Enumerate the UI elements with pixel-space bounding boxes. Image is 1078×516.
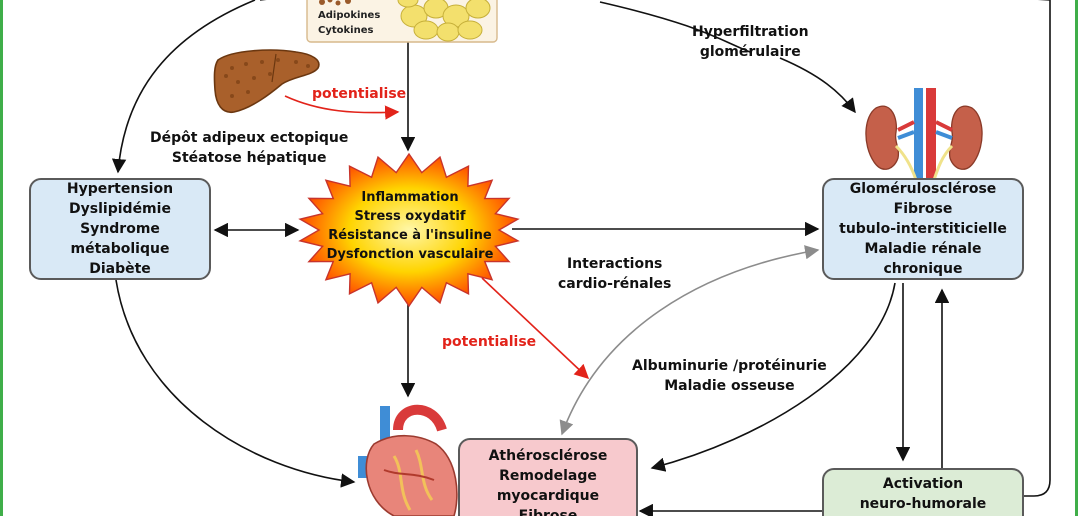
cardio-renal-interactions-label: Interactions cardio-rénales	[558, 254, 671, 294]
burst-line-insulin-resistance: Résistance à l'insuline	[328, 228, 492, 243]
arrow-potentialise-liver-to-burst	[284, 95, 400, 120]
metabolic-line-3: Syndrome métabolique	[70, 221, 170, 257]
adipose-tissue-icon	[306, 0, 498, 43]
neuro-line-2: neuro-humorale	[859, 496, 987, 512]
heart-icon	[358, 404, 458, 516]
metabolic-line-2: Dyslipidémie	[69, 201, 171, 217]
burst-line-inflammation: Inflammation	[361, 190, 459, 205]
cardio-box: Athérosclérose Remodelage myocardique Fi…	[458, 438, 638, 516]
metabolic-line-1: Hypertension	[66, 181, 174, 197]
albuminuria-line-1: Albuminurie /protéinurie	[632, 358, 827, 374]
cardio-line-1: Athérosclérose	[488, 448, 608, 464]
renal-line-2: Fibrose	[893, 201, 953, 217]
cardio-line-2: Remodelage	[499, 468, 597, 484]
interactions-line-1: Interactions	[566, 256, 663, 272]
arrow-hyperfiltration-to-kidneys	[779, 57, 856, 114]
renal-line-3: tubulo-interstiticielle	[839, 221, 1007, 237]
neuro-box: Activation neuro-humorale	[822, 468, 1024, 516]
arrow-metabolic-to-heart	[115, 279, 356, 488]
albuminuria-label: Albuminurie /protéinurie Maladie osseuse	[632, 356, 827, 396]
ectopic-fat-label: Dépôt adipeux ectopique Stéatose hépatiq…	[150, 128, 348, 168]
liver-icon	[213, 49, 320, 114]
potentialise-label-top: potentialise	[312, 86, 407, 102]
hyperfiltration-line-1: Hyperfiltration	[692, 24, 809, 40]
cytokines-label: Cytokines	[318, 25, 374, 36]
neuro-line-1: Activation	[882, 476, 964, 492]
hyperfiltration-label: Hyperfiltration glomérulaire	[692, 22, 809, 62]
renal-box: Glomérulosclérose Fibrose tubulo-interst…	[822, 178, 1024, 280]
arrow-cardio-renal-interaction	[559, 245, 820, 436]
albuminuria-line-2: Maladie osseuse	[664, 378, 795, 394]
adipose-labels: Adipokines Cytokines	[318, 8, 380, 38]
ectopic-line-1: Dépôt adipeux ectopique	[150, 130, 349, 146]
hyperfiltration-line-2: glomérulaire	[699, 44, 801, 60]
arrow-adipose-to-kidneys	[599, 1, 751, 53]
potentialise-label-mid: potentialise	[442, 334, 537, 350]
arrow-adipose-to-metabolic	[111, 0, 256, 174]
metabolic-line-4: Diabète	[89, 261, 151, 277]
outer-loop-line	[260, 0, 1051, 497]
cardio-line-3: myocardique	[496, 488, 600, 504]
renal-line-4: Maladie rénale chronique	[864, 241, 982, 277]
burst-icon	[298, 152, 520, 308]
adipokines-label: Adipokines	[318, 10, 381, 21]
cardio-line-4: Fibrose	[518, 508, 578, 516]
ectopic-line-2: Stéatose hépatique	[171, 150, 327, 166]
metabolic-box: Hypertension Dyslipidémie Syndrome métab…	[29, 178, 211, 280]
renal-line-1: Glomérulosclérose	[849, 181, 997, 197]
interactions-line-2: cardio-rénales	[558, 276, 672, 292]
burst-line-oxidative-stress: Stress oxydatif	[354, 209, 466, 224]
kidneys-icon	[865, 88, 983, 180]
burst-line-vascular-dysfunction: Dysfonction vasculaire	[326, 247, 494, 262]
burst-text: Inflammation Stress oxydatif Résistance …	[300, 188, 520, 264]
